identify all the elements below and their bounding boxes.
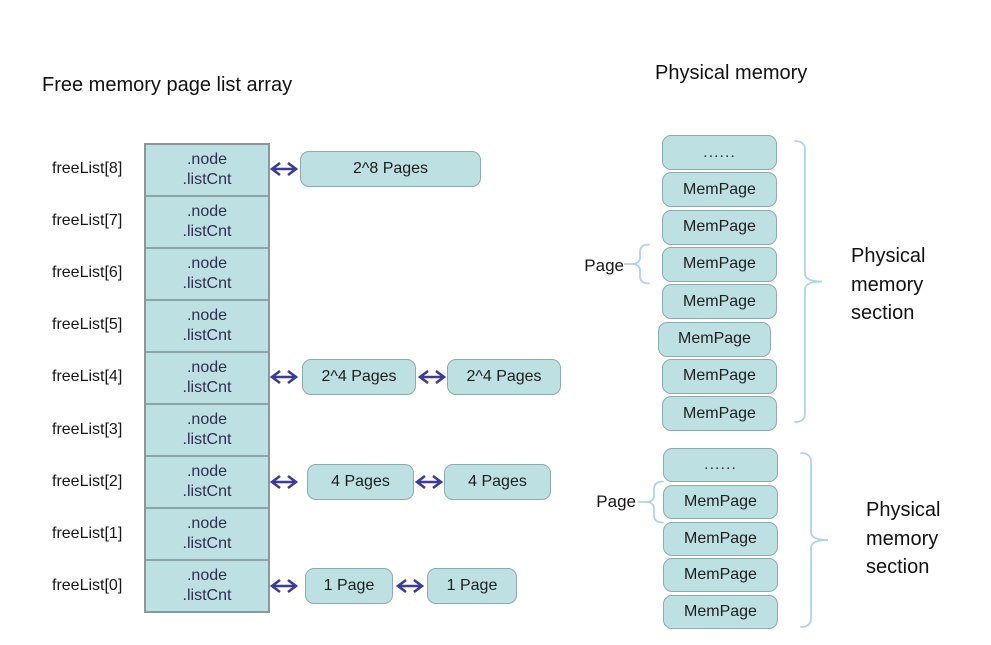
section-brace-icon — [794, 139, 824, 424]
double-arrow-icon — [416, 368, 448, 386]
freelist-row-label: freeList[3] — [52, 420, 123, 438]
cell-listcnt-label: .listCnt — [182, 327, 232, 344]
section-label-line: memory — [866, 527, 939, 550]
cell-listcnt-label: .listCnt — [182, 535, 232, 552]
freelist-cell: .node .listCnt — [146, 301, 268, 353]
page-node-box: 2^4 Pages — [302, 359, 416, 396]
physical-memory-title: Physical memory — [655, 62, 808, 84]
freelist-cell: .node .listCnt — [146, 249, 268, 301]
cell-listcnt-label: .listCnt — [182, 483, 232, 500]
ellipsis-box: ...... — [663, 448, 778, 482]
cell-node-label: .node — [186, 359, 228, 376]
freelist-row-label: freeList[1] — [52, 524, 123, 542]
mempage-box: MemPage — [662, 284, 777, 320]
cell-listcnt-label: .listCnt — [182, 379, 232, 396]
double-arrow-icon — [413, 473, 445, 491]
cell-listcnt-label: .listCnt — [182, 171, 232, 188]
section-label-line: Physical — [851, 245, 926, 267]
freelist-row-label: freeList[8] — [52, 160, 123, 178]
cell-node-label: .node — [186, 515, 228, 532]
freelist-row-label: freeList[7] — [52, 212, 123, 230]
page-node-box: 4 Pages — [307, 463, 414, 500]
cell-node-label: .node — [186, 255, 228, 272]
section-label-line: section — [851, 302, 915, 324]
freelist-row-label: freeList[0] — [52, 576, 123, 594]
mempage-box: MemPage — [663, 595, 778, 630]
freelist-cell: .node .listCnt — [146, 353, 268, 405]
mempage-box: MemPage — [663, 558, 778, 593]
page-brace-icon — [637, 480, 664, 524]
freelist-array: .node .listCnt .node .listCnt .node .listCnt.… — [144, 143, 270, 613]
double-arrow-icon — [268, 160, 300, 178]
mempage-box: MemPage — [662, 209, 777, 245]
cell-node-label: .node — [186, 463, 228, 480]
section-label-line: section — [866, 556, 930, 578]
freelist-row-label: freeList[5] — [52, 316, 123, 334]
freelist-cell: .node .listCnt — [146, 145, 268, 197]
double-arrow-icon — [268, 368, 300, 386]
section-label-line: Physical — [866, 499, 941, 521]
cell-listcnt-label: .listCnt — [182, 223, 232, 240]
section-label-line: memory — [851, 273, 924, 296]
page-node-box: 2^8 Pages — [300, 151, 481, 187]
page-node-box: 2^4 Pages — [447, 359, 561, 396]
cell-node-label: .node — [186, 203, 228, 220]
section-brace-icon — [800, 451, 830, 629]
freelist-cell: .node .listCnt — [146, 405, 268, 457]
mempage-box: MemPage — [662, 246, 777, 282]
cell-listcnt-label: .listCnt — [182, 431, 232, 448]
page-label: Page — [584, 256, 624, 275]
freelist-row-label: freeList[4] — [52, 368, 123, 386]
cell-node-label: .node — [186, 307, 228, 324]
mempage-box: MemPage — [663, 484, 778, 519]
mempage-box: MemPage — [662, 396, 777, 432]
cell-node-label: .node — [186, 411, 228, 428]
mempage-box: MemPage — [663, 521, 778, 556]
ellipsis-box: ...... — [662, 135, 777, 170]
cell-node-label: .node — [186, 151, 228, 168]
freelist-row-label: freeList[6] — [52, 264, 123, 282]
cell-listcnt-label: .listCnt — [182, 587, 232, 604]
cell-listcnt-label: .listCnt — [182, 275, 232, 292]
double-arrow-icon — [394, 577, 426, 595]
page-node-box: 4 Pages — [444, 463, 551, 500]
freelist-cell: .node .listCnt — [146, 197, 268, 249]
freelist-cell: .node .listCnt — [146, 509, 268, 561]
page-node-box: 1 Page — [305, 567, 393, 604]
page-label: Page — [596, 492, 636, 511]
mempage-box: MemPage — [662, 358, 777, 394]
page-node-box: 1 Page — [427, 567, 517, 604]
freelist-row-label: freeList[2] — [52, 472, 123, 490]
cell-node-label: .node — [186, 567, 228, 584]
freelist-cell: .node .listCnt — [146, 457, 268, 509]
page-brace-icon — [623, 243, 650, 285]
double-arrow-icon — [268, 577, 300, 595]
mempage-box: MemPage — [658, 321, 771, 357]
double-arrow-icon — [268, 473, 300, 491]
freelist-cell: .node .listCnt — [146, 561, 268, 611]
free-list-title: Free memory page list array — [42, 74, 293, 96]
mempage-box: MemPage — [662, 172, 777, 208]
